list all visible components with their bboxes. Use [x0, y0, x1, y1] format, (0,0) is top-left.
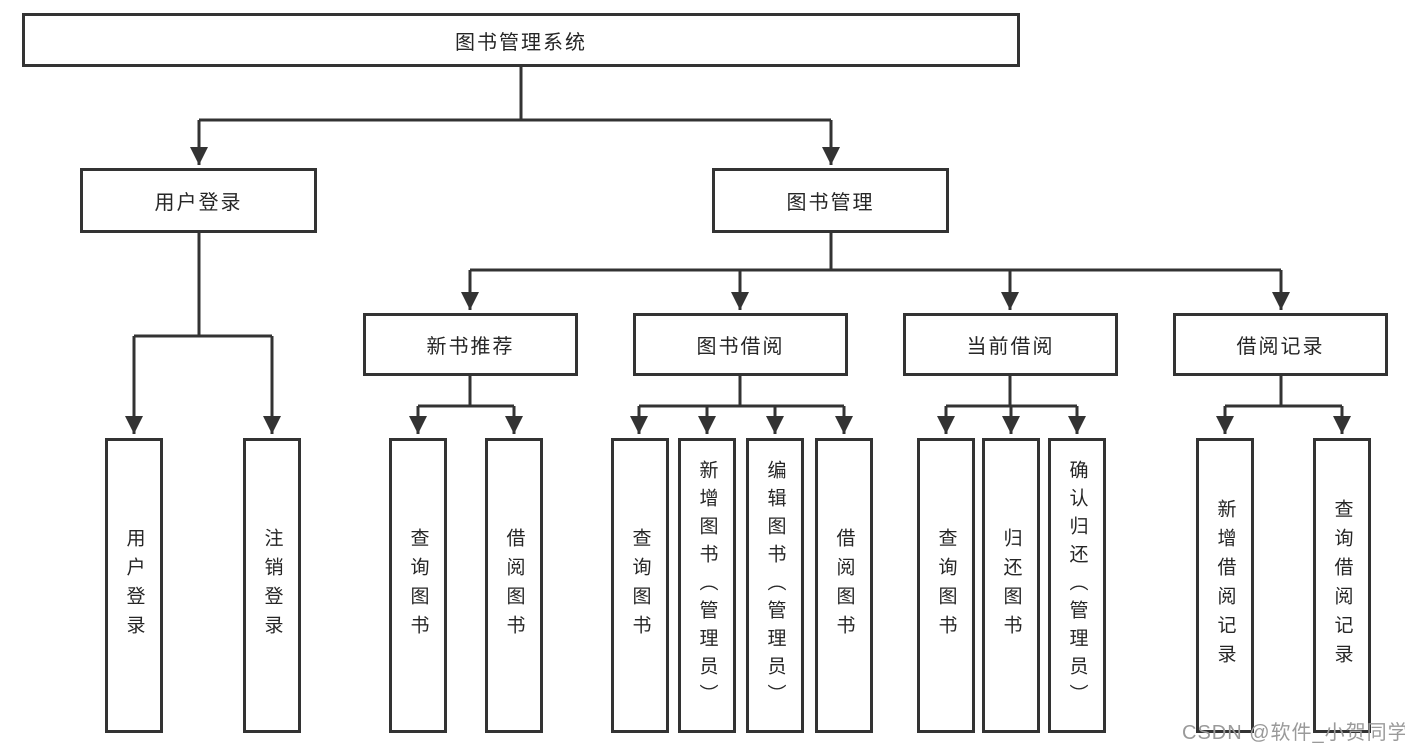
node-new-book-recommend-label: 新书推荐 [426, 336, 515, 358]
node-nb-query-book: 查询图书 [389, 438, 447, 733]
node-bb-add-book-admin-label: 新增图书（管理员） [696, 459, 718, 712]
node-book-management: 图书管理 [712, 168, 949, 233]
node-bb-edit-book-admin-label: 编辑图书（管理员） [764, 459, 786, 712]
node-bb-edit-book-admin: 编辑图书（管理员） [746, 438, 804, 733]
node-logout-label: 注销登录 [261, 527, 283, 644]
csdn-watermark: CSDN @软件_小贺同学 [1182, 722, 1405, 744]
node-nb-query-book-label: 查询图书 [407, 527, 429, 644]
node-library-system-label: 图书管理系统 [455, 31, 587, 54]
node-borrow-record: 借阅记录 [1173, 313, 1388, 376]
node-book-borrow-label: 图书借阅 [696, 336, 785, 358]
node-bb-borrow-book: 借阅图书 [815, 438, 873, 733]
node-user-login-leaf-label: 用户登录 [123, 527, 145, 644]
node-user-login-leaf: 用户登录 [105, 438, 163, 733]
node-book-borrow: 图书借阅 [633, 313, 848, 376]
node-cb-confirm-return-admin-label: 确认归还（管理员） [1066, 459, 1088, 712]
node-nb-borrow-book: 借阅图书 [485, 438, 543, 733]
node-nb-borrow-book-label: 借阅图书 [503, 527, 525, 644]
node-br-query-record-label: 查询借阅记录 [1331, 498, 1353, 673]
node-user-login-label: 用户登录 [154, 192, 243, 214]
node-cb-return-book-label: 归还图书 [1000, 527, 1022, 644]
node-bb-add-book-admin: 新增图书（管理员） [678, 438, 736, 733]
node-br-add-record: 新增借阅记录 [1196, 438, 1254, 733]
node-br-query-record: 查询借阅记录 [1313, 438, 1371, 733]
node-book-management-label: 图书管理 [786, 192, 875, 214]
node-cb-query-book: 查询图书 [917, 438, 975, 733]
node-current-borrow: 当前借阅 [903, 313, 1118, 376]
node-cb-query-book-label: 查询图书 [935, 527, 957, 644]
node-bb-query-book-label: 查询图书 [629, 527, 651, 644]
node-current-borrow-label: 当前借阅 [966, 336, 1055, 358]
node-new-book-recommend: 新书推荐 [363, 313, 578, 376]
node-logout: 注销登录 [243, 438, 301, 733]
node-cb-confirm-return-admin: 确认归还（管理员） [1048, 438, 1106, 733]
node-br-add-record-label: 新增借阅记录 [1214, 498, 1236, 673]
node-cb-return-book: 归还图书 [982, 438, 1040, 733]
node-borrow-record-label: 借阅记录 [1236, 336, 1325, 358]
node-user-login: 用户登录 [80, 168, 317, 233]
node-library-system: 图书管理系统 [22, 13, 1020, 67]
node-bb-borrow-book-label: 借阅图书 [833, 527, 855, 644]
node-bb-query-book: 查询图书 [611, 438, 669, 733]
